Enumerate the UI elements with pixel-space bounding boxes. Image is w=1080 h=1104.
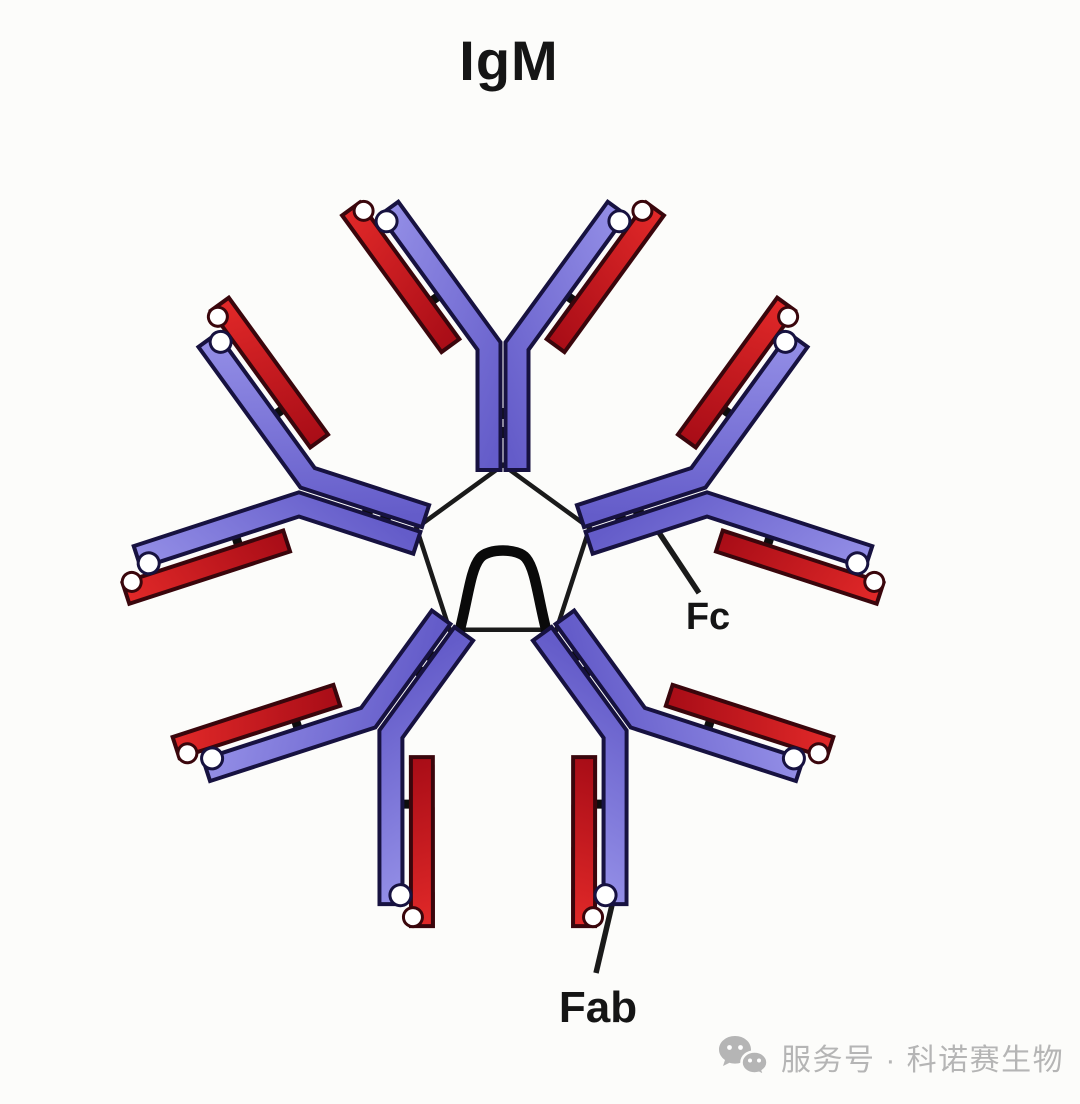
watermark-text: 服务号 · 科诺赛生物	[781, 1044, 1065, 1077]
igm-monomer-3	[428, 534, 835, 933]
diagram-title: IgM	[459, 29, 558, 92]
wechat-icon	[719, 1036, 769, 1079]
fab-label: Fab	[559, 983, 637, 1032]
watermark: 服务号 · 科诺赛生物	[716, 1034, 1064, 1080]
igm-monomer-4	[171, 534, 578, 933]
igm-monomer-5	[118, 301, 470, 676]
j-chain	[452, 545, 554, 639]
igm-monomer-1	[350, 201, 656, 472]
monomer-group	[118, 201, 887, 933]
fc-label: Fc	[686, 596, 730, 638]
pentagon-core	[413, 462, 593, 632]
fab-pointer-line	[593, 904, 615, 974]
